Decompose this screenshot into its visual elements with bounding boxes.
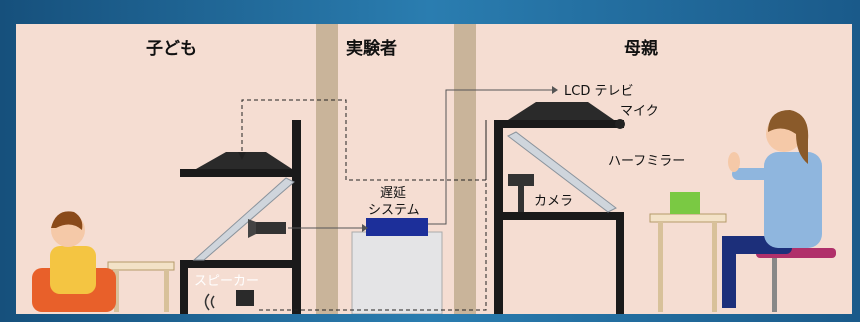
mother-figure [722, 110, 836, 312]
child-apparatus [180, 120, 301, 314]
label-camera: カメラ [534, 194, 574, 209]
label-speaker: スピーカー [194, 274, 260, 289]
delay-system [351, 218, 443, 314]
setup-illustration [32, 24, 836, 314]
experiment-diagram: 子ども 実験者 母親 LCD テレビ マイク ハーフミラー カメラ 遅延 システ… [16, 24, 852, 314]
room-label-mother: 母親 [624, 39, 658, 59]
signal-lines [238, 86, 558, 311]
room-label-child: 子ども [146, 39, 197, 59]
label-lcd-tv: LCD テレビ [564, 84, 634, 99]
mother-table [649, 192, 727, 312]
mother-apparatus [494, 102, 625, 314]
child-figure [32, 211, 116, 312]
label-half-mirror: ハーフミラー [608, 154, 686, 169]
room-label-experimenter: 実験者 [346, 39, 397, 59]
partition-right [454, 24, 476, 314]
child-table [107, 261, 175, 312]
label-mic: マイク [620, 104, 659, 119]
label-delay-system-line2: システム [368, 203, 420, 218]
partition-left [316, 24, 338, 314]
label-delay-system-line1: 遅延 [380, 186, 407, 201]
